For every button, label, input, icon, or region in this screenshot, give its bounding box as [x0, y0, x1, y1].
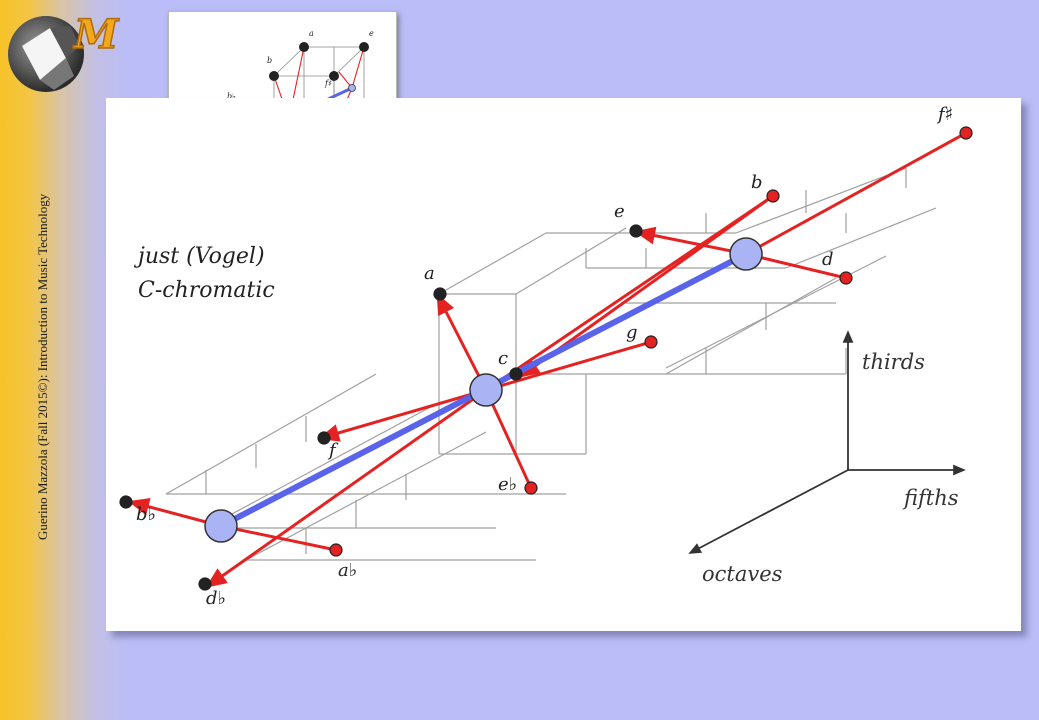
diagram-title-line1: just (Vogel)	[138, 244, 265, 269]
note-label-fsharp: f♯	[938, 104, 954, 125]
axis-label-octaves: octaves	[702, 562, 783, 586]
note-label-eflat: e♭	[498, 474, 518, 495]
inset-label-a: a	[309, 29, 314, 38]
note-label-e: e	[614, 201, 625, 222]
main-lattice-svg	[119, 126, 973, 591]
note-label-dflat: d♭	[206, 588, 227, 609]
note-label-bflat: b♭	[136, 504, 157, 525]
note-label-a: a	[424, 263, 435, 284]
note-label-f: f	[329, 440, 336, 461]
inset-label-b: b	[267, 56, 273, 65]
note-label-g: g	[626, 322, 638, 343]
note-label-c: c	[498, 348, 509, 369]
inset-label-bflat: b♭	[227, 92, 236, 101]
note-label-aflat: a♭	[338, 560, 358, 581]
diagram-title-line2: C-chromatic	[138, 278, 275, 303]
note-label-b: b	[751, 172, 763, 193]
note-label-d: d	[822, 249, 834, 270]
axis-label-fifths: fifths	[904, 486, 959, 510]
main-lattice-figure: just (Vogel) C-chromatic f♯ b e d a g c …	[106, 98, 1021, 631]
inset-label-e: e	[369, 29, 374, 38]
camera-aperture-logo-icon: M	[8, 10, 121, 92]
axis-label-thirds: thirds	[862, 350, 925, 374]
svg-text:M: M	[72, 11, 120, 58]
vertical-credit-text: Guerino Mazzola (Fall 2015©): Introducti…	[35, 193, 50, 540]
inset-label-fsharp: f♯	[325, 79, 332, 88]
